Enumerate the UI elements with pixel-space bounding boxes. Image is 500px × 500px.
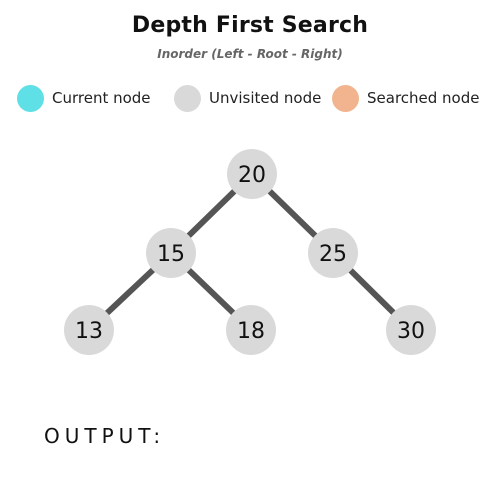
tree-node-18: 18 <box>226 305 276 355</box>
legend: Current node Unvisited node Searched nod… <box>0 84 500 112</box>
tree-node-circle <box>146 228 196 278</box>
tree-node-13: 13 <box>64 305 114 355</box>
legend-item-current: Current node <box>17 84 151 112</box>
tree-node-20: 20 <box>227 149 277 199</box>
tree-node-label: 15 <box>157 242 185 267</box>
tree-node-circle <box>226 305 276 355</box>
tree-node-label: 25 <box>319 242 347 267</box>
legend-label-searched: Searched node <box>367 89 480 107</box>
page-title: Depth First Search <box>131 13 369 38</box>
legend-item-searched: Searched node <box>332 84 480 112</box>
page-subtitle: Inorder (Left - Root - Right) <box>157 47 343 61</box>
legend-item-unvisited: Unvisited node <box>174 84 321 112</box>
tree-node-circle <box>308 228 358 278</box>
tree-node-15: 15 <box>146 228 196 278</box>
legend-label-current: Current node <box>52 89 151 107</box>
legend-label-unvisited: Unvisited node <box>209 89 322 107</box>
unvisited-node-swatch <box>174 84 201 112</box>
tree-node-label: 20 <box>238 163 266 188</box>
tree-node-label: 18 <box>237 319 265 344</box>
tree-node-circle <box>386 305 436 355</box>
tree-node-circle <box>64 305 114 355</box>
tree-node-label: 13 <box>75 319 103 344</box>
tree-node-25: 25 <box>308 228 358 278</box>
current-node-swatch <box>17 84 44 112</box>
tree-nodes: 20 15 25 13 18 30 <box>64 149 436 355</box>
output-label: OUTPUT: <box>44 424 166 448</box>
tree-node-circle <box>227 149 277 199</box>
tree-node-30: 30 <box>386 305 436 355</box>
tree-node-label: 30 <box>397 319 425 344</box>
searched-node-swatch <box>332 84 359 112</box>
